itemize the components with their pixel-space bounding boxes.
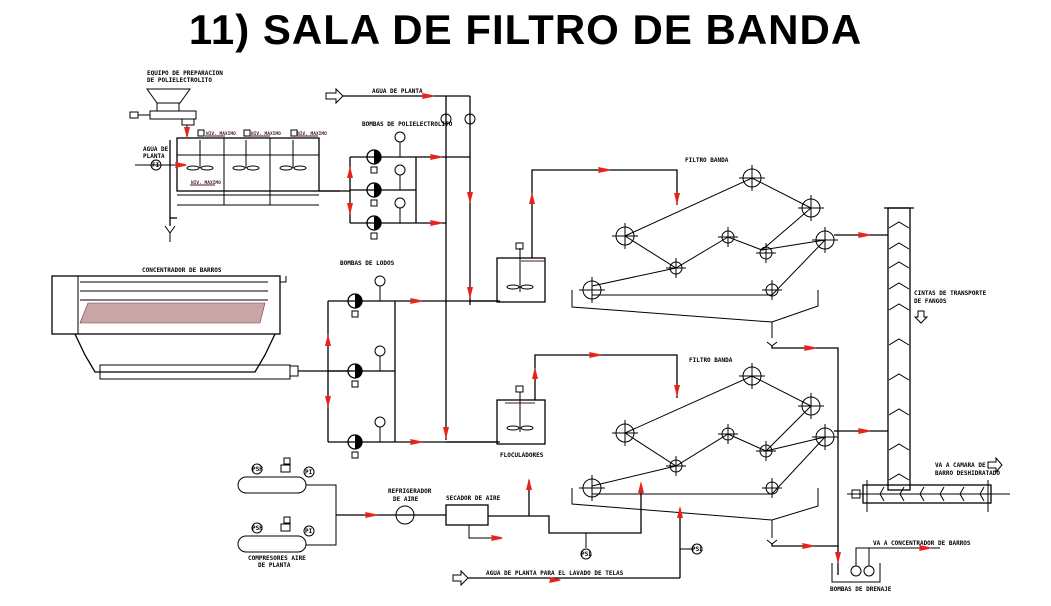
outlet-arrow-icon	[987, 456, 1003, 474]
flocculators: FLOCULADORES	[496, 167, 680, 459]
valve-icon	[289, 365, 299, 377]
vfd-icon	[370, 166, 378, 174]
svg-text:NIV. MAXIMO: NIV. MAXIMO	[191, 180, 221, 186]
vfd-icon	[351, 380, 359, 388]
flow-indicator-icon	[374, 416, 386, 428]
motor-icon	[197, 129, 205, 137]
label-belt-filter-2: FILTRO BANDA	[689, 357, 733, 364]
vfd-icon	[370, 232, 378, 240]
diagram-title: 11) SALA DE FILTRO DE BANDA	[188, 6, 863, 53]
label-polyelectrolyte-prep-2: DE POLIELECTROLITO	[147, 77, 212, 84]
flow-indicator-icon	[394, 197, 406, 209]
air-cooler-icon	[395, 505, 415, 525]
motor-icon	[515, 385, 524, 393]
label-air-dryer: SECADOR DE AIRE	[446, 495, 501, 502]
vfd-icon	[351, 451, 359, 459]
pressure-switch-low-icon	[691, 543, 703, 555]
motor-icon	[290, 129, 298, 137]
flow-indicator-icon	[394, 131, 406, 143]
polyelectrolyte-prep-unit: EQUIPO DE PREPARACION DE POLIELECTROLITO…	[129, 70, 340, 242]
air-dryer	[445, 504, 489, 526]
pressure-switch-low-icon	[580, 548, 592, 560]
pump-icon	[863, 565, 875, 577]
svg-text:PSH: PSH	[252, 525, 263, 532]
flocculator-tank-2	[496, 399, 546, 445]
flow-indicator-icon	[464, 113, 476, 125]
motor-icon	[515, 242, 524, 250]
label-plant-water-left-1: AGUA DE	[143, 146, 169, 153]
flow-indicator-icon	[394, 164, 406, 176]
air-system: PSH PSH PI PI COMPRESORES AIRE DE PLANTA…	[237, 457, 644, 569]
vfd-icon	[351, 310, 359, 318]
belt-filter-1: FILTRO BANDA	[571, 157, 888, 575]
plant-water-top-line: AGUA DE PLANTA	[325, 87, 476, 440]
svg-text:PSH: PSH	[252, 466, 263, 473]
svg-text:PSL: PSL	[692, 546, 703, 553]
screw-feeder-icon	[149, 110, 197, 120]
label-conveyor-belts-1: CINTAS DE TRANSPORTE	[914, 290, 987, 297]
svg-text:PI: PI	[305, 469, 313, 476]
flow-indicator-icon	[440, 113, 452, 125]
label-cloth-wash-water: AGUA DE PLANTA PARA EL LAVADO DE TELAS	[486, 570, 624, 577]
flow-indicator-icon	[150, 159, 162, 171]
compressor-tank-2	[237, 535, 307, 553]
label-polyelectrolyte-prep-1: EQUIPO DE PREPARACION	[147, 70, 223, 77]
vfd-icon	[370, 199, 378, 207]
compressor-tank-1	[237, 476, 307, 494]
down-arrow-icon	[913, 310, 929, 324]
label-plant-water-left-2: PLANTA	[143, 153, 165, 160]
label-drain-pumps: BOMBAS DE DRENAJE	[830, 586, 892, 593]
polyelectrolyte-pumps: BOMBAS DE POLIELECTROLITO	[319, 121, 470, 240]
svg-text:NIV. MAXIMO: NIV. MAXIMO	[297, 131, 327, 137]
hopper-icon	[146, 88, 191, 104]
drain-pumps: VA A CONCENTRADOR DE BARROS BOMBAS DE DR…	[830, 540, 971, 593]
svg-text:NIV. MAXIMO: NIV. MAXIMO	[206, 131, 236, 137]
pump-icon	[850, 565, 862, 577]
label-compressors-1: COMPRESORES AIRE	[248, 555, 306, 562]
flow-indicator-icon	[374, 275, 386, 287]
sludge-concentrator: CONCENTRADOR DE BARROS	[51, 267, 350, 380]
label-to-dewatered-2: BARRO DESHIDRATADO	[935, 470, 1000, 477]
svg-text:PSL: PSL	[581, 551, 592, 558]
motor-icon	[851, 489, 861, 499]
inlet-arrow-icon	[452, 569, 469, 587]
belt-filter-2: FILTRO BANDA	[571, 357, 888, 549]
cloth-wash-water: AGUA DE PLANTA PARA EL LAVADO DE TELAS P…	[452, 506, 703, 587]
label-to-sludge-concentrator: VA A CONCENTRADOR DE BARROS	[873, 540, 971, 547]
label-flocculators: FLOCULADORES	[500, 452, 544, 459]
label-polyelectrolyte-pumps: BOMBAS DE POLIELECTROLITO	[362, 121, 453, 128]
label-sludge-concentrator: CONCENTRADOR DE BARROS	[142, 267, 222, 274]
label-compressors-2: DE PLANTA	[258, 562, 291, 569]
flow-indicator-icon	[374, 345, 386, 357]
label-conveyor-belts-2: DE FANGOS	[914, 298, 947, 305]
svg-text:FI: FI	[152, 162, 160, 169]
sludge-conveyor: CINTAS DE TRANSPORTE DE FANGOS VA A CAMA…	[847, 207, 1010, 512]
motor-icon	[129, 111, 139, 119]
sludge-pumps: BOMBAS DE LODOS	[325, 260, 500, 459]
label-to-dewatered-1: VA A CAMARA DE	[935, 462, 986, 469]
label-air-cooler-2: DE AIRE	[393, 496, 419, 503]
label-air-cooler-1: REFRIGERADOR	[388, 488, 432, 495]
sludge-bed	[79, 302, 266, 324]
svg-text:PI: PI	[305, 528, 313, 535]
motor-icon	[243, 129, 251, 137]
flocculator-tank-1	[496, 257, 546, 303]
label-sludge-pumps: BOMBAS DE LODOS	[340, 260, 395, 267]
svg-text:NIV. MAXIMO: NIV. MAXIMO	[251, 131, 281, 137]
label-belt-filter-1: FILTRO BANDA	[685, 157, 729, 164]
label-plant-water-top: AGUA DE PLANTA	[372, 88, 423, 95]
inlet-arrow-icon	[325, 87, 344, 105]
